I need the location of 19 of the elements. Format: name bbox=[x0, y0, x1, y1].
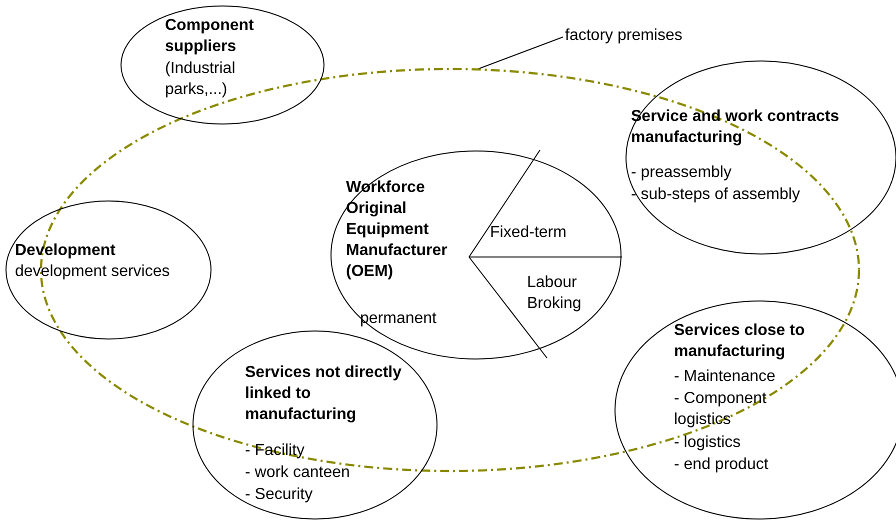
list-item: - logistics bbox=[674, 433, 742, 453]
list-item: - Security bbox=[245, 485, 314, 505]
list-item: - sub-steps of assembly bbox=[631, 185, 801, 205]
heading: Services not directly linked to manufacturing bbox=[245, 363, 403, 425]
heading: Component suppliers bbox=[165, 16, 255, 57]
description: (Industrial parks,...) bbox=[165, 59, 236, 100]
callout-text: factory premises bbox=[565, 26, 684, 46]
segment-label: permanent bbox=[360, 309, 438, 329]
list-item: - end product bbox=[674, 455, 770, 475]
list-item: - Maintenance bbox=[674, 367, 776, 387]
list-item: - preassembly bbox=[631, 163, 732, 183]
leader-line bbox=[478, 36, 564, 70]
segment-label: Fixed-term bbox=[490, 223, 568, 243]
heading: Development bbox=[15, 241, 116, 261]
description: development services bbox=[15, 262, 171, 282]
list-item: - work canteen bbox=[245, 463, 351, 483]
segment-label: Labour Broking bbox=[527, 273, 582, 314]
heading: Services close to manufacturing bbox=[674, 321, 806, 362]
list-item: - Component logistics bbox=[674, 389, 768, 430]
